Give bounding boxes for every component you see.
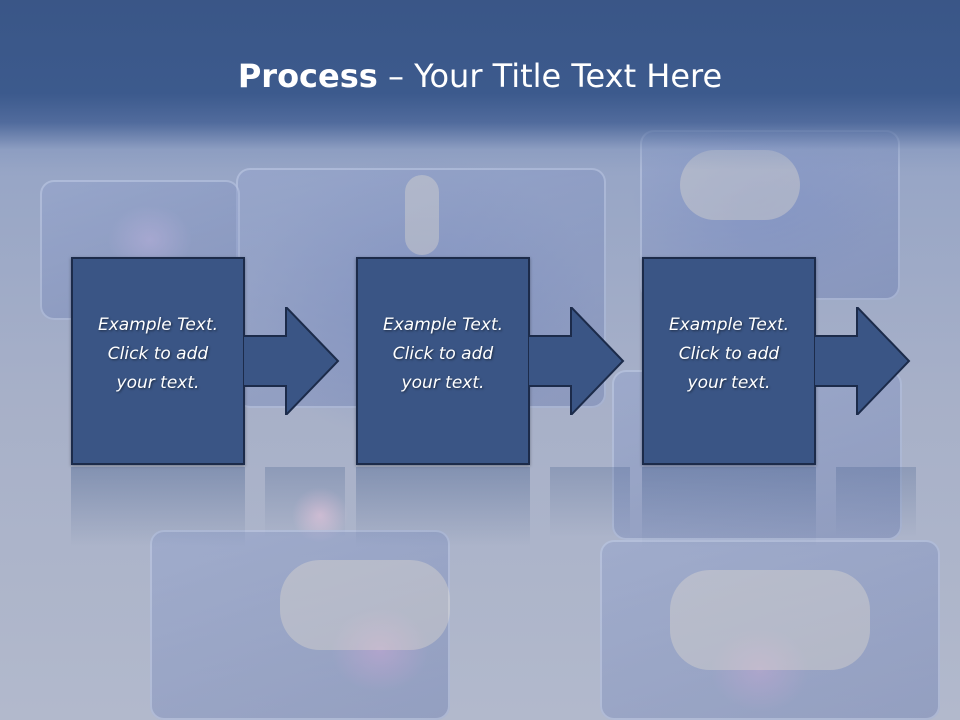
step-line: Example Text. [97, 315, 219, 335]
right-arrow-icon [244, 307, 340, 415]
title-rest: – Your Title Text Here [377, 57, 723, 95]
title-band [0, 0, 960, 170]
title-bold: Process [237, 57, 378, 95]
box-reflection [71, 467, 245, 547]
step-line: Click to add [107, 344, 209, 364]
arrow-reflection [836, 467, 916, 537]
spine-shape [405, 175, 439, 255]
box-reflection [356, 467, 530, 547]
arrow-reflection [550, 467, 630, 537]
right-arrow-icon [529, 307, 625, 415]
step-text[interactable]: Example Text. Click to add your text. [358, 311, 528, 398]
process-step-1[interactable]: Example Text. Click to add your text. [71, 257, 245, 465]
process-step-2[interactable]: Example Text. Click to add your text. [356, 257, 530, 465]
right-arrow-icon [815, 307, 911, 415]
step-text[interactable]: Example Text. Click to add your text. [644, 311, 814, 398]
pelvis-shape [670, 570, 870, 670]
xray-film [150, 530, 450, 720]
step-line: Click to add [392, 344, 494, 364]
xray-film [600, 540, 940, 720]
process-step-3[interactable]: Example Text. Click to add your text. [642, 257, 816, 465]
step-line: Example Text. [668, 315, 790, 335]
box-reflection [642, 467, 816, 547]
step-line: your text. [116, 373, 200, 393]
pelvis-shape [280, 560, 450, 650]
step-line: Example Text. [382, 315, 504, 335]
step-line: your text. [401, 373, 485, 393]
step-text[interactable]: Example Text. Click to add your text. [73, 311, 243, 398]
step-line: Click to add [678, 344, 780, 364]
step-line: your text. [687, 373, 771, 393]
slide-title[interactable]: Process – Your Title Text Here [0, 54, 960, 98]
arrow-reflection [265, 467, 345, 537]
